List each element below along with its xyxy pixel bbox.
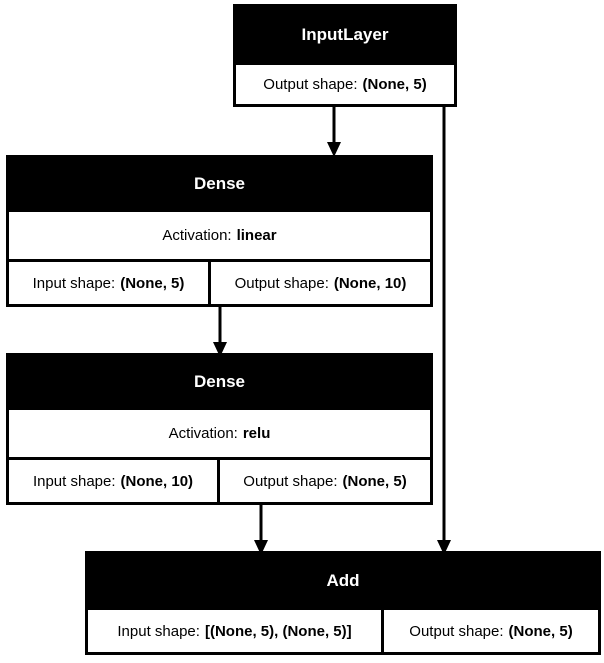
node-add-input-shape-value: [(None, 5), (None, 5)] xyxy=(204,622,352,640)
node-dense-2[interactable]: Dense Activation: relu Input shape: (Non… xyxy=(6,353,433,505)
edge-input-layer-to-add-skip xyxy=(437,104,451,555)
node-dense-1-shapes-row: Input shape: (None, 5) Output shape: (No… xyxy=(9,259,430,304)
node-add[interactable]: Add Input shape: [(None, 5), (None, 5)] … xyxy=(85,551,601,655)
node-dense-1-input-shape-cell: Input shape: (None, 5) xyxy=(9,262,211,304)
node-add-output-shape-label: Output shape: xyxy=(409,622,504,640)
node-input-layer-output-shape-row: Output shape: (None, 5) xyxy=(236,62,454,104)
node-dense-2-shapes-row: Input shape: (None, 10) Output shape: (N… xyxy=(9,457,430,502)
node-add-output-shape-value: (None, 5) xyxy=(508,622,573,640)
node-input-layer-title: InputLayer xyxy=(236,7,454,62)
node-add-input-shape-cell: Input shape: [(None, 5), (None, 5)] xyxy=(88,610,384,652)
edge-dense-2-to-add xyxy=(254,503,268,555)
node-input-layer-output-shape-label: Output shape: xyxy=(263,76,358,93)
node-dense-1-input-shape-value: (None, 5) xyxy=(120,274,185,292)
node-add-input-shape-label: Input shape: xyxy=(117,622,200,640)
node-input-layer-output-shape-value: (None, 5) xyxy=(362,76,427,93)
node-add-output-shape-cell: Output shape: (None, 5) xyxy=(384,610,598,652)
node-dense-2-input-shape-value: (None, 10) xyxy=(120,472,194,490)
node-dense-1-output-shape-value: (None, 10) xyxy=(333,274,407,292)
node-dense-2-input-shape-label: Input shape: xyxy=(32,472,116,490)
node-add-title: Add xyxy=(88,554,598,607)
node-dense-1-input-shape-label: Input shape: xyxy=(32,274,116,292)
node-dense-2-activation-value: relu xyxy=(242,425,271,442)
node-input-layer[interactable]: InputLayer Output shape: (None, 5) xyxy=(233,4,457,107)
node-dense-2-output-shape-cell: Output shape: (None, 5) xyxy=(220,460,430,502)
node-dense-1-activation-label: Activation: xyxy=(162,227,232,244)
edge-input-layer-to-dense-1 xyxy=(327,104,341,157)
node-dense-1-activation-row: Activation: linear xyxy=(9,209,430,259)
node-dense-1-activation-value: linear xyxy=(236,227,277,244)
node-dense-2-output-shape-label: Output shape: xyxy=(243,472,338,490)
node-dense-2-activation-label: Activation: xyxy=(168,425,238,442)
node-dense-1-title: Dense xyxy=(9,158,430,209)
node-dense-2-output-shape-value: (None, 5) xyxy=(342,472,407,490)
node-dense-1[interactable]: Dense Activation: linear Input shape: (N… xyxy=(6,155,433,307)
node-dense-1-output-shape-cell: Output shape: (None, 10) xyxy=(211,262,430,304)
node-dense-1-output-shape-label: Output shape: xyxy=(234,274,329,292)
node-dense-2-activation-row: Activation: relu xyxy=(9,407,430,457)
node-dense-2-input-shape-cell: Input shape: (None, 10) xyxy=(9,460,220,502)
node-dense-2-title: Dense xyxy=(9,356,430,407)
node-add-shapes-row: Input shape: [(None, 5), (None, 5)] Outp… xyxy=(88,607,598,652)
edge-dense-1-to-dense-2 xyxy=(213,305,227,357)
